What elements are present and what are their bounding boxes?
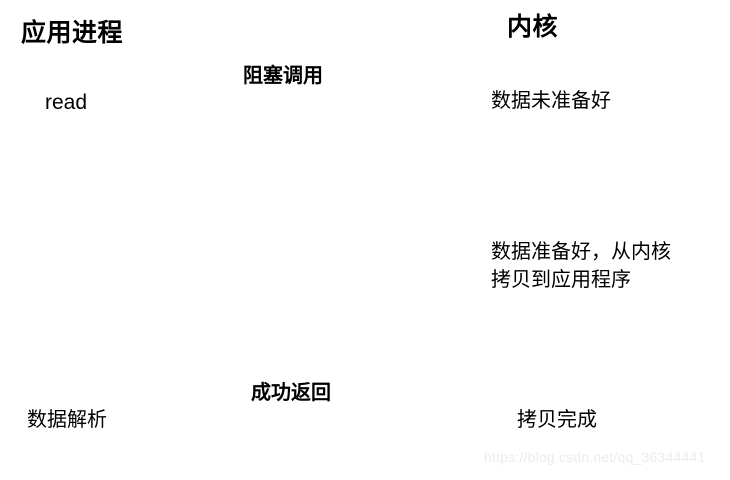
node-data-ready-copy-line2: 拷贝到应用程序 <box>491 269 631 292</box>
node-data-ready-copy: 数据准备好，从内核拷贝到应用程序 <box>491 238 671 295</box>
column-header-kernel: 内核 <box>507 13 559 41</box>
node-data-ready-copy-line1: 数据准备好，从内核 <box>491 241 671 263</box>
node-copy-done: 拷贝完成 <box>517 409 597 431</box>
arrow-caption-blocking-call: 阻塞调用 <box>243 65 323 87</box>
node-data-not-ready: 数据未准备好 <box>491 90 611 112</box>
column-header-application: 应用进程 <box>21 19 124 47</box>
node-data-parse: 数据解析 <box>27 409 107 431</box>
watermark: https://blog.csdn.net/qq_36344441 <box>484 449 706 465</box>
node-read-call: read <box>45 91 88 114</box>
arrow-caption-success-return: 成功返回 <box>251 382 331 404</box>
